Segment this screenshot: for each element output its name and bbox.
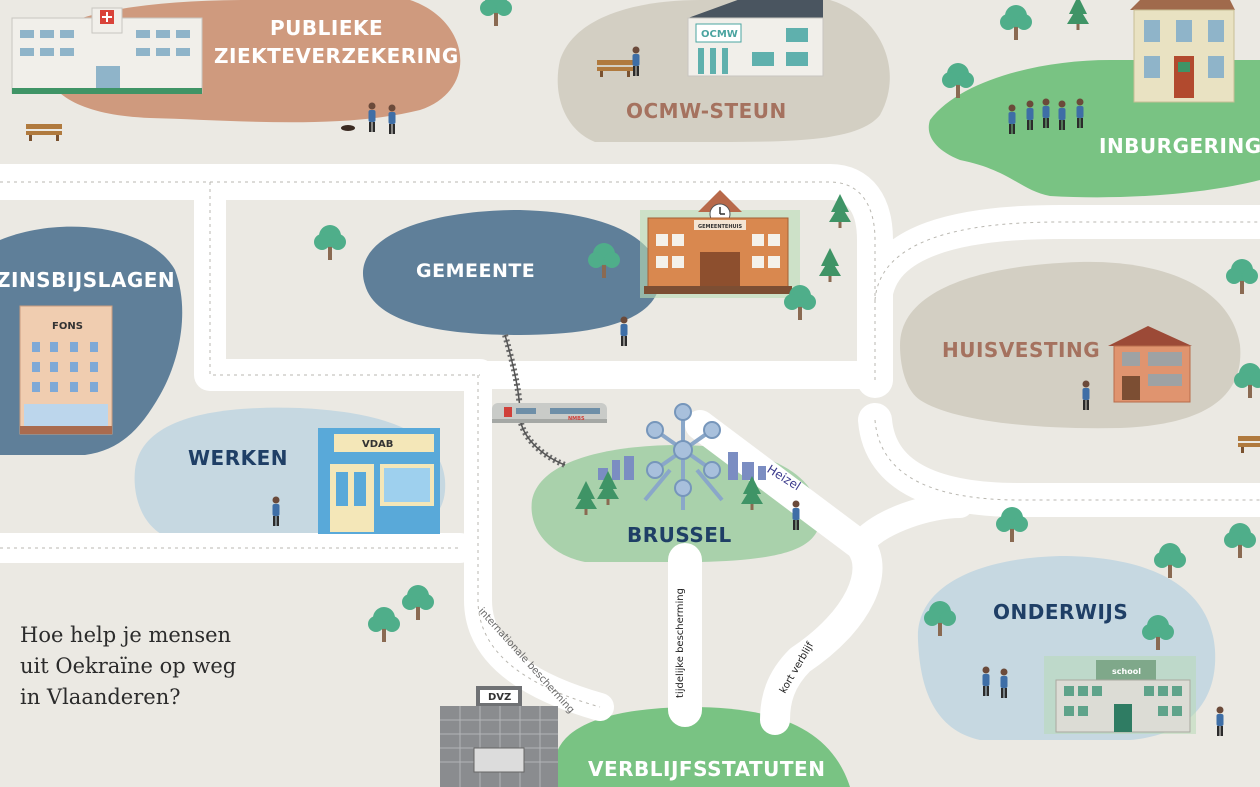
label-inburgering[interactable]: INBURGERING [1099, 134, 1260, 158]
vdab-building: VDAB [318, 428, 440, 534]
hospital-building [11, 7, 203, 94]
dvz-sign: DVZ [488, 692, 511, 703]
atomium-spheres [646, 403, 721, 497]
label-ziekteverzekering-1[interactable]: PUBLIEKE [270, 16, 384, 40]
label-gemeente[interactable]: GEMEENTE [416, 260, 536, 282]
school-sign: school [1112, 667, 1141, 676]
intro-question: Hoe help je mensen uit Oekraïne op weg i… [20, 620, 280, 713]
ocmw-sign: OCMW [701, 29, 738, 40]
fons-building: FONS [19, 305, 113, 435]
intro-line-1: Hoe help je mensen [20, 623, 232, 647]
label-verblijfsstatuten[interactable]: VERBLIJFSSTATUTEN [588, 757, 826, 781]
label-brussel[interactable]: BRUSSEL [627, 523, 732, 547]
ocmw-building: OCMW [687, 0, 824, 77]
intro-line-2: uit Oekraïne op weg [20, 654, 237, 678]
dog [341, 125, 355, 131]
label-onderwijs[interactable]: ONDERWIJS [993, 600, 1129, 624]
dvz-building: DVZ [440, 686, 558, 787]
inburgering-house [1130, 0, 1235, 103]
vdab-sign: VDAB [362, 439, 393, 450]
road-label-tijdelijke: tijdelijke bescherming [675, 588, 686, 698]
fons-sign: FONS [52, 321, 83, 332]
label-werken[interactable]: WERKEN [188, 446, 289, 470]
gemeentehuis-building: GEMEENTEHUIS [640, 190, 800, 298]
label-ocmw-steun[interactable]: OCMW-STEUN [626, 99, 787, 123]
gemeentehuis-sign: GEMEENTEHUIS [698, 224, 742, 230]
label-ziekteverzekering-2[interactable]: ZIEKTEVERZEKERING [214, 44, 459, 68]
intro-line-3: in Vlaanderen? [20, 685, 181, 709]
huisvesting-house [1108, 326, 1192, 403]
train: NMBS [492, 403, 607, 423]
school-building: school [1044, 656, 1196, 734]
road-center-lines [0, 181, 1260, 708]
label-zinsbijslagen[interactable]: ZINSBIJSLAGEN [0, 268, 176, 292]
blob-gemeente [362, 210, 660, 335]
label-huisvesting[interactable]: HUISVESTING [942, 338, 1101, 362]
train-sign: NMBS [568, 416, 585, 422]
brussel-skyline [598, 452, 766, 480]
